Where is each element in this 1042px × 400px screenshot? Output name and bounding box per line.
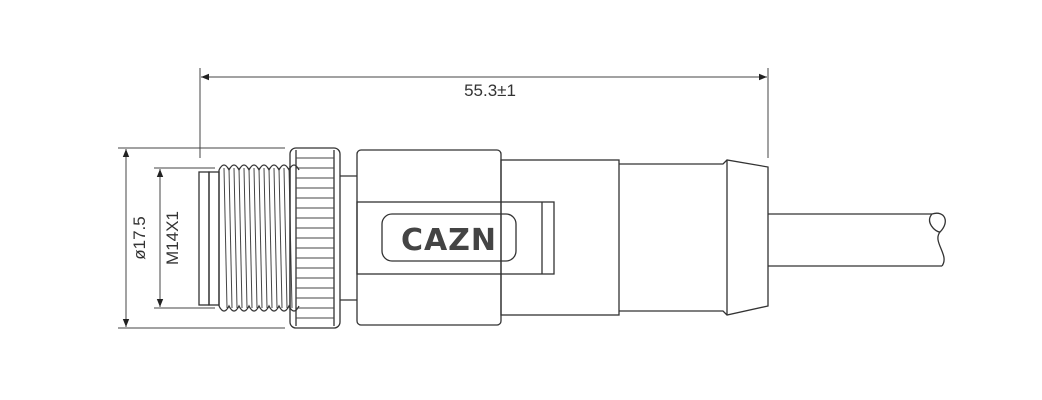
brand-logo: CAZN [401,223,497,258]
rear-sleeve [619,159,769,316]
thread-dimension: M14X1 [154,167,215,309]
front-face [198,171,220,306]
diameter-dimension: ø17.5 [118,147,285,329]
length-dimension: 55.3±1 [199,68,769,158]
thread-label: M14X1 [163,211,182,265]
main-body: CAZN [356,149,620,326]
knurled-nut [289,147,341,329]
cable [768,212,946,267]
threaded-section [218,164,300,312]
length-label: 55.3±1 [464,81,516,100]
diameter-label: ø17.5 [130,216,149,259]
